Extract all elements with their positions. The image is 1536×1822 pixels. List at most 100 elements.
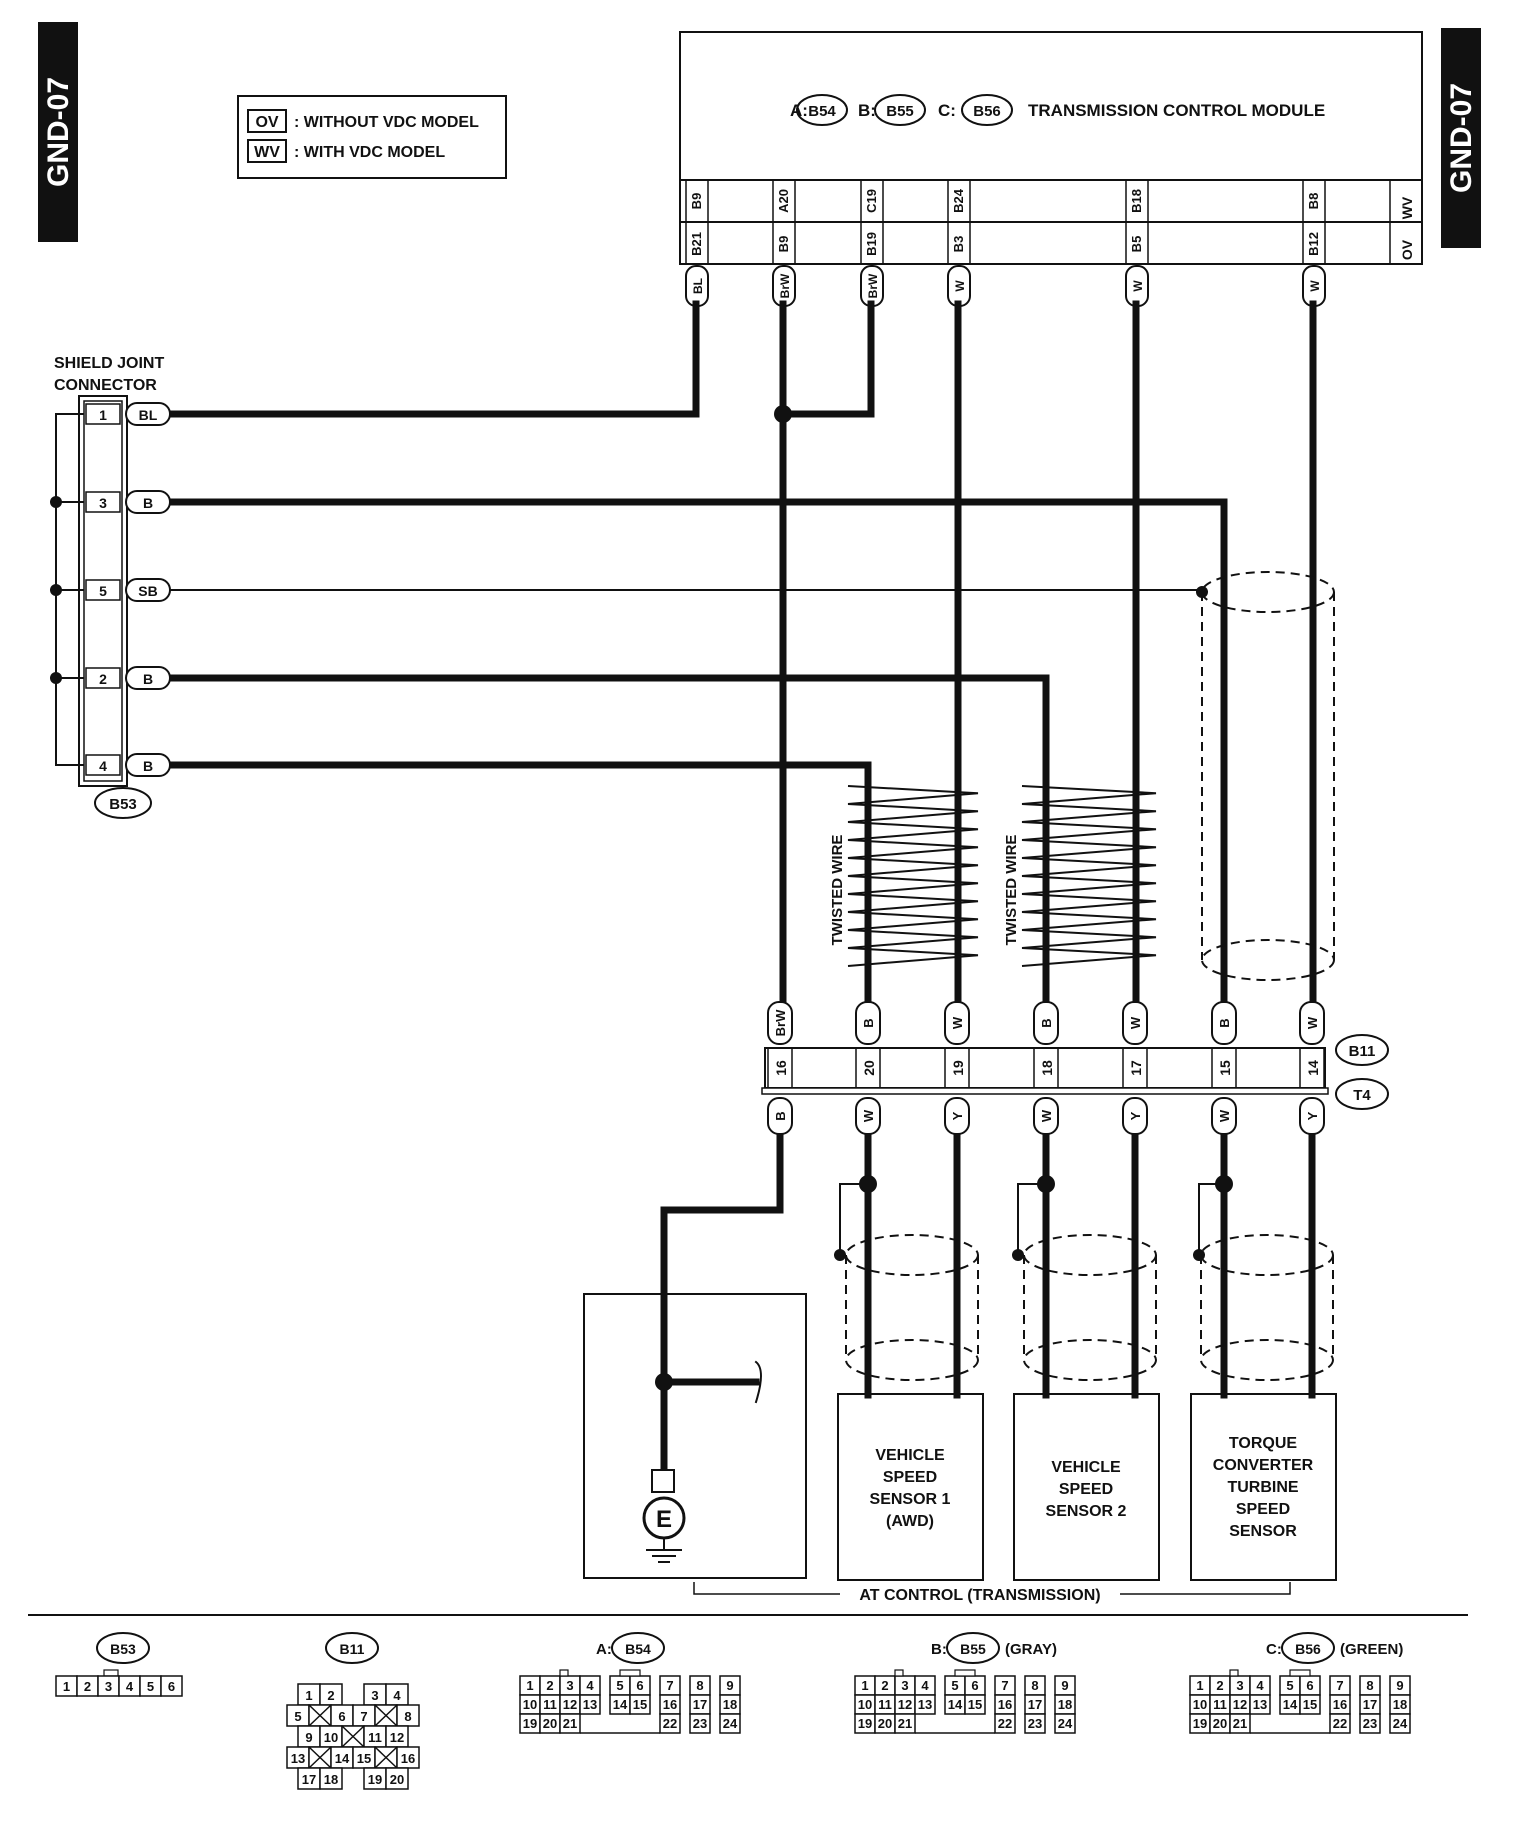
face-pin: 8 [1366, 1678, 1373, 1693]
legend-wv-code: WV [254, 144, 280, 161]
b11-bottom-color: Y [1128, 1111, 1143, 1120]
face-pin: 6 [1306, 1678, 1313, 1693]
sensor-2-line-1: VEHICLE [1051, 1459, 1121, 1476]
face-pin: 16 [401, 1751, 415, 1766]
wire-color-tag [944, 1001, 970, 1045]
b11-bottom-color: Y [950, 1111, 965, 1120]
face-pin: 10 [324, 1730, 338, 1745]
b11-top-color: B [1217, 1018, 1232, 1027]
tcm-wv-label: WV [1399, 196, 1415, 219]
sensor-1-line-1: VEHICLE [875, 1447, 945, 1464]
face-pin: 24 [1058, 1716, 1073, 1731]
face-pin: 19 [523, 1716, 537, 1731]
page-tag-left: GND-07 [38, 22, 78, 242]
face-pin: 1 [861, 1678, 868, 1693]
face-pin: 3 [371, 1688, 378, 1703]
sensor-1-line-3: SENSOR 1 [870, 1491, 951, 1508]
face-pin: 15 [633, 1697, 647, 1712]
face-pin: 5 [147, 1679, 154, 1694]
face-pin: 20 [1213, 1716, 1227, 1731]
wire-color-tag [1033, 1001, 1059, 1045]
face-pin: 24 [1393, 1716, 1408, 1731]
face-pin: 14 [613, 1697, 628, 1712]
face-pin: 8 [404, 1709, 411, 1724]
face-pin: 5 [1286, 1678, 1293, 1693]
face-pin: 10 [858, 1697, 872, 1712]
legend-box: OV : WITHOUT VDC MODEL WV : WITH VDC MOD… [237, 95, 507, 179]
face-pin: 17 [693, 1697, 707, 1712]
at-control-label: AT CONTROL (TRANSMISSION) [859, 1587, 1100, 1604]
face-pin: 8 [1031, 1678, 1038, 1693]
face-pin: 10 [1193, 1697, 1207, 1712]
b11-id: B11 [1349, 1043, 1376, 1060]
shield-pin-number: 1 [99, 407, 107, 423]
shield-pin-number: 3 [99, 495, 107, 511]
face-pin: 23 [693, 1716, 707, 1731]
face-pin: 19 [858, 1716, 872, 1731]
face-b55-suffix: (GRAY) [1005, 1641, 1057, 1658]
face-pin: 9 [1396, 1678, 1403, 1693]
face-pin: 20 [390, 1772, 404, 1787]
shield-pin-box [85, 403, 121, 425]
page-tag-right: GND-07 [1441, 28, 1481, 248]
face-pin: 3 [901, 1678, 908, 1693]
b11-top-color: B [861, 1018, 876, 1027]
face-pin: 6 [168, 1679, 175, 1694]
face-pin: 4 [126, 1679, 134, 1694]
face-pin: 5 [294, 1709, 301, 1724]
face-pin: 11 [368, 1730, 382, 1745]
face-pin: 12 [563, 1697, 577, 1712]
face-b55-prefix: B: [931, 1641, 947, 1658]
twisted-wire-2: TWISTED WIRE [1003, 785, 1157, 967]
face-pin: 7 [1336, 1678, 1343, 1693]
face-pin: 18 [1058, 1697, 1072, 1712]
tcm-letter-c: C: [938, 101, 956, 120]
vehicle-speed-sensor-2: VEHICLE SPEED SENSOR 2 [1013, 1393, 1160, 1581]
face-pin: 7 [360, 1709, 367, 1724]
shield-wire-color: B [143, 758, 153, 774]
tcm-wire-color: BrW [778, 273, 792, 298]
face-pin: 5 [616, 1678, 623, 1693]
b11-pin-number: 14 [1305, 1060, 1321, 1076]
face-pin: 19 [368, 1772, 382, 1787]
wire-color-tag [767, 1097, 793, 1135]
b11-bottom-color: W [1217, 1109, 1232, 1122]
face-b54-id: B54 [625, 1641, 651, 1657]
face-pin: 12 [898, 1697, 912, 1712]
tcm-letter-b: B: [858, 101, 876, 120]
tcm-pin-wv: B24 [951, 188, 966, 213]
face-pin: 13 [1253, 1697, 1267, 1712]
sensor-3-line-2: CONVERTER [1213, 1457, 1314, 1474]
wire-color-tag [855, 1001, 881, 1045]
wire-color-tag [125, 753, 171, 777]
face-pin: 20 [878, 1716, 892, 1731]
face-pin: 14 [1283, 1697, 1298, 1712]
shield-pin-box [85, 667, 121, 689]
face-pin: 2 [327, 1688, 334, 1703]
sensor-3-line-4: SPEED [1236, 1501, 1290, 1518]
b11-pin-number: 16 [773, 1060, 789, 1076]
page-tag-right-text: GND-07 [1445, 83, 1478, 193]
shield-joint-id: B53 [109, 796, 137, 813]
face-pin: 22 [663, 1716, 677, 1731]
face-pin: 10 [523, 1697, 537, 1712]
face-pin: 16 [998, 1697, 1012, 1712]
wire-color-tag [1299, 1097, 1325, 1135]
face-pin: 5 [951, 1678, 958, 1693]
face-pin: 13 [583, 1697, 597, 1712]
b11-pin-number: 20 [861, 1060, 877, 1076]
face-pin: 2 [881, 1678, 888, 1693]
wire-color-tag [125, 402, 171, 426]
tcm-module: A: B54 B: B55 C: B56 TRANSMISSION CONTRO… [679, 31, 1423, 307]
ground-label: E [656, 1506, 672, 1533]
face-pin: 4 [921, 1678, 929, 1693]
wire-color-tag [1211, 1001, 1237, 1045]
face-pin: 7 [666, 1678, 673, 1693]
tcm-wire-color: BL [691, 278, 705, 294]
b11-pin-number: 17 [1128, 1060, 1144, 1076]
face-pin: 7 [1001, 1678, 1008, 1693]
b11-top-color: W [1128, 1016, 1143, 1029]
face-pin: 4 [586, 1678, 594, 1693]
